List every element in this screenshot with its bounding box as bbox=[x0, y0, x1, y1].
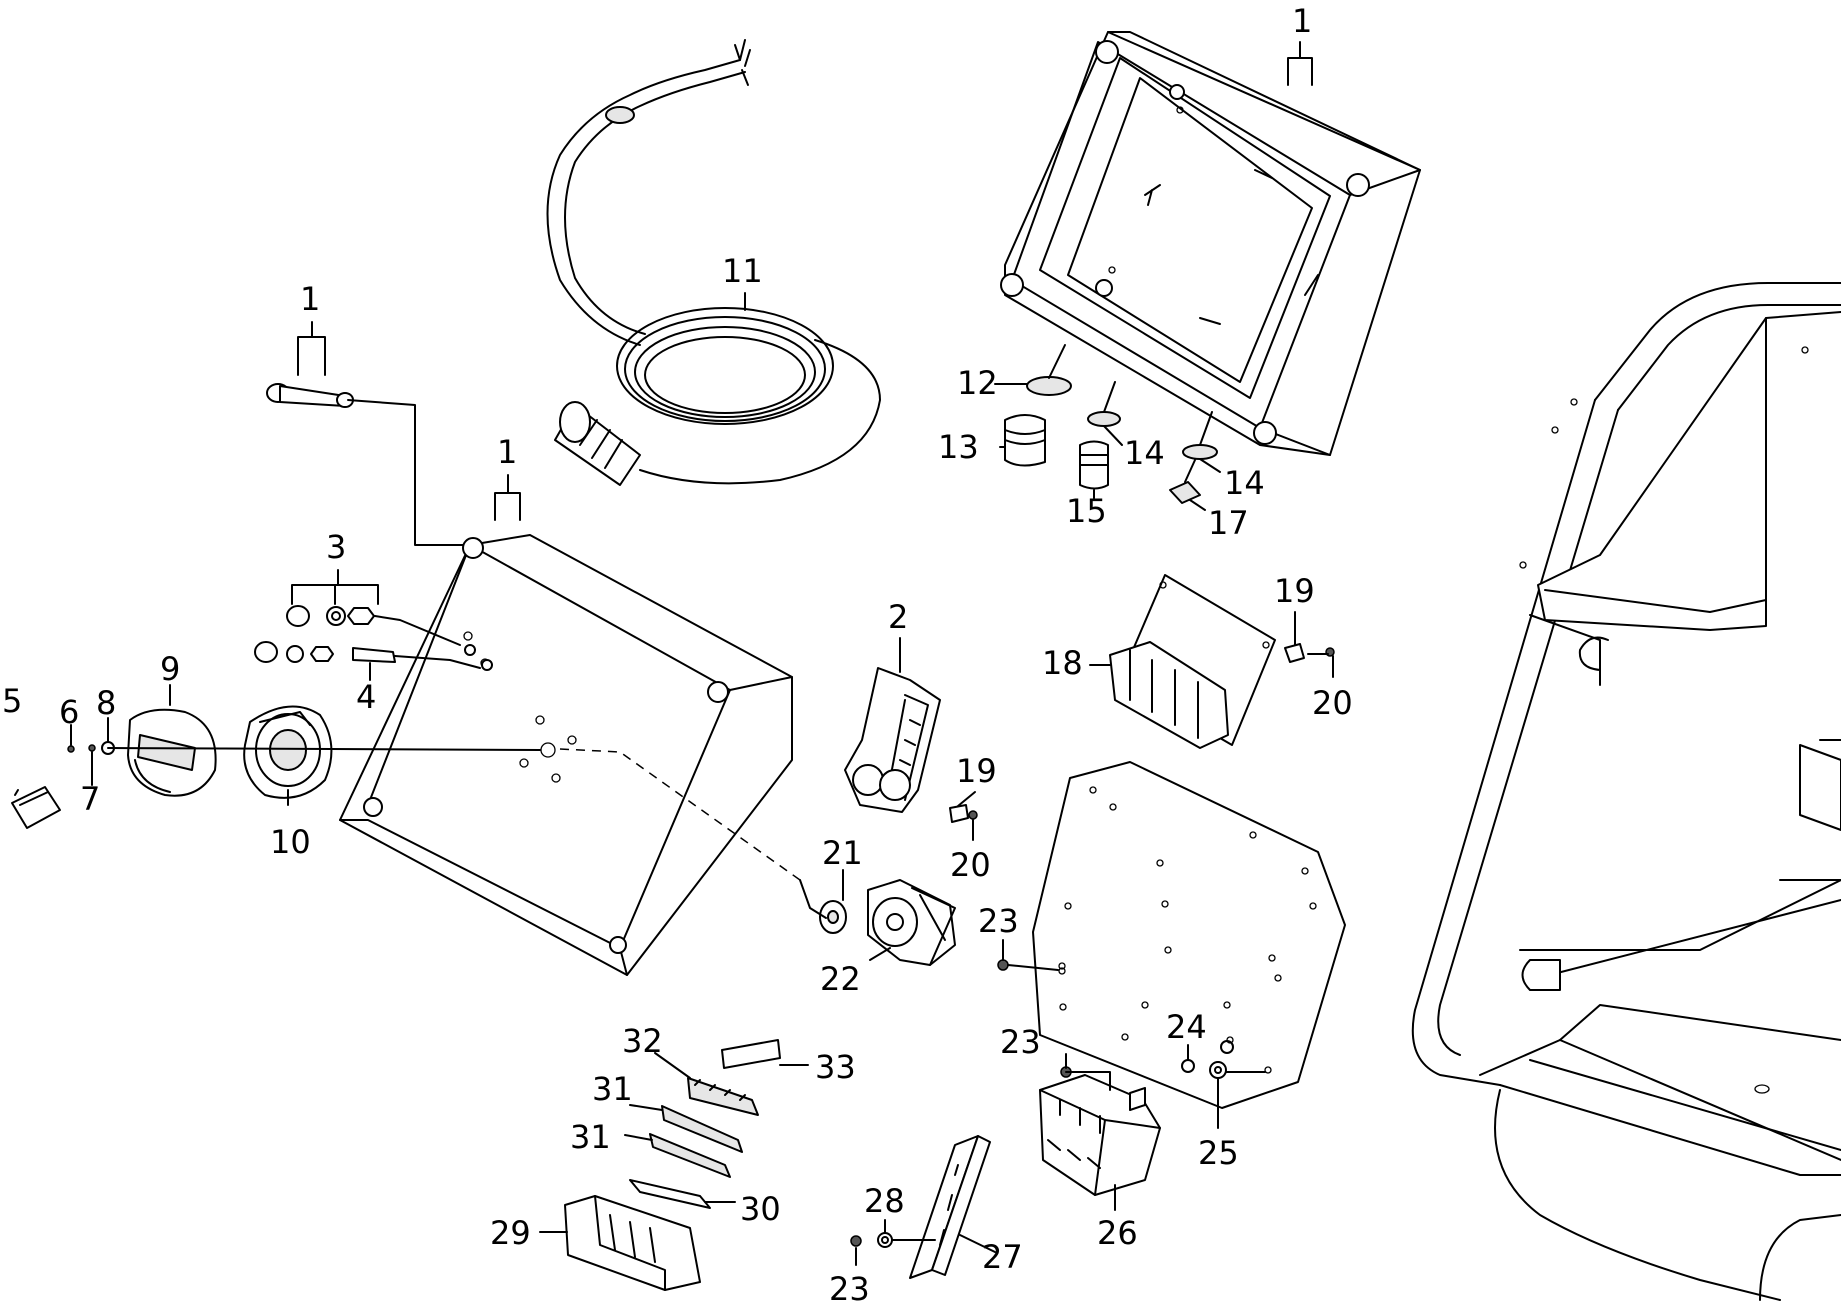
callout-27: 27 bbox=[982, 1238, 1023, 1276]
callout-1-lid: 1 bbox=[497, 433, 517, 471]
callout-33: 33 bbox=[815, 1048, 856, 1086]
terminal-block-18 bbox=[1109, 574, 1276, 749]
callout-20b: 20 bbox=[1312, 684, 1353, 722]
callout-23b: 23 bbox=[1000, 1023, 1041, 1061]
callout-19a: 19 bbox=[956, 752, 997, 790]
plate-30 bbox=[629, 1179, 711, 1209]
mounting-plate bbox=[1032, 761, 1346, 1109]
callout-28: 28 bbox=[864, 1182, 905, 1220]
callout-10: 10 bbox=[270, 823, 311, 861]
callout-5: 5 bbox=[2, 682, 22, 720]
plug-17 bbox=[1169, 481, 1201, 504]
callout-2: 2 bbox=[888, 598, 908, 636]
part-31a bbox=[661, 1105, 743, 1153]
screw-20a bbox=[968, 810, 978, 820]
callout-21: 21 bbox=[822, 834, 863, 872]
callout-17: 17 bbox=[1208, 504, 1249, 542]
callout-9: 9 bbox=[160, 650, 180, 688]
callout-18: 18 bbox=[1042, 644, 1083, 682]
callout-14a: 14 bbox=[1124, 434, 1165, 472]
callout-4: 4 bbox=[356, 678, 376, 716]
callout-8: 8 bbox=[96, 684, 116, 722]
callout-31a: 31 bbox=[592, 1070, 633, 1108]
locknut-14a bbox=[1087, 411, 1121, 427]
fasteners-23-28 bbox=[850, 1232, 893, 1248]
leader-lines bbox=[14, 41, 1334, 1266]
callout-31b: 31 bbox=[570, 1118, 611, 1156]
auxiliary-contact-2 bbox=[844, 667, 941, 813]
callout-11: 11 bbox=[722, 252, 763, 290]
screw-hardware bbox=[254, 383, 493, 671]
callout-20a: 20 bbox=[950, 846, 991, 884]
callout-13: 13 bbox=[938, 428, 979, 466]
callout-7: 7 bbox=[80, 780, 100, 818]
contactor-26 bbox=[1039, 1074, 1161, 1196]
callout-1-bolt: 1 bbox=[300, 280, 320, 318]
screw-6 bbox=[67, 745, 75, 753]
switch-body-22 bbox=[819, 879, 956, 966]
callout-3: 3 bbox=[326, 528, 346, 566]
generator-frame bbox=[1411, 282, 1841, 1301]
callout-29: 29 bbox=[490, 1214, 531, 1252]
callout-19b: 19 bbox=[1274, 572, 1315, 610]
callout-22: 22 bbox=[820, 960, 861, 998]
cable-glands bbox=[1004, 344, 1218, 504]
power-cable bbox=[546, 39, 881, 486]
bolt-shank bbox=[279, 385, 346, 407]
terminal-stack bbox=[564, 1039, 781, 1291]
callout-25: 25 bbox=[1198, 1134, 1239, 1172]
knob-cap-5 bbox=[11, 786, 61, 829]
callout-15: 15 bbox=[1066, 492, 1107, 530]
cable-gland-13 bbox=[1004, 414, 1046, 467]
callout-30: 30 bbox=[740, 1190, 781, 1228]
callout-1-top: 1 bbox=[1292, 2, 1312, 40]
callout-12: 12 bbox=[957, 364, 998, 402]
callout-23c: 23 bbox=[829, 1270, 870, 1306]
screw-24 bbox=[1181, 1059, 1195, 1073]
screw-4 bbox=[352, 647, 396, 663]
screw-23a bbox=[997, 959, 1009, 971]
locknut-12 bbox=[1026, 376, 1072, 396]
din-rail-27 bbox=[909, 1135, 991, 1279]
enclosure-lid bbox=[339, 534, 793, 976]
grommet bbox=[605, 106, 635, 124]
callout-26: 26 bbox=[1097, 1214, 1138, 1252]
enclosure-base bbox=[1000, 31, 1421, 456]
locknut-14b bbox=[1182, 444, 1218, 460]
callout-6: 6 bbox=[59, 693, 79, 731]
switch-knob-assembly bbox=[11, 705, 333, 829]
callout-14b: 14 bbox=[1224, 464, 1265, 502]
callout-32: 32 bbox=[622, 1022, 663, 1060]
callout-24: 24 bbox=[1166, 1008, 1207, 1046]
part-32 bbox=[687, 1077, 759, 1116]
part-31b bbox=[649, 1133, 731, 1178]
callout-23a: 23 bbox=[978, 902, 1019, 940]
screw-7 bbox=[88, 744, 96, 752]
callout-labels: 1 1 1 2 3 4 5 6 7 8 9 10 11 12 13 14 14 … bbox=[2, 2, 1353, 1308]
screw-23c bbox=[850, 1235, 862, 1247]
plate-33 bbox=[721, 1039, 781, 1069]
